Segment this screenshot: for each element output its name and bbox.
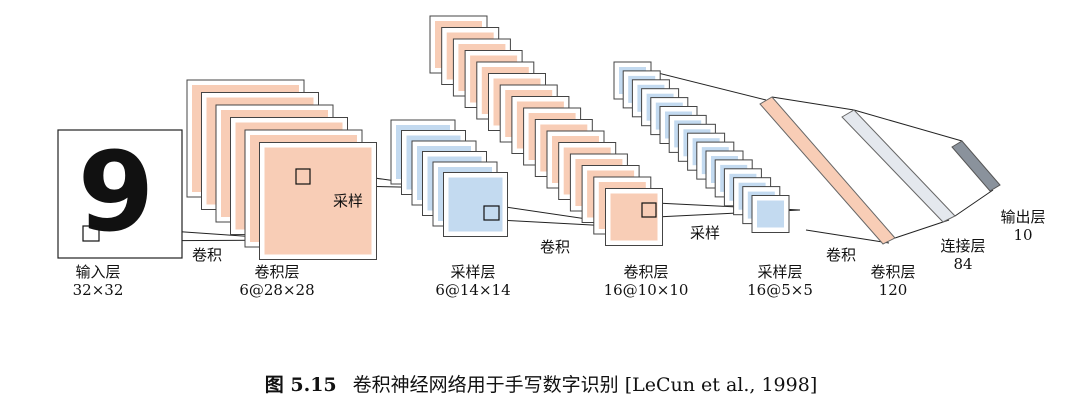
connection-line (853, 109, 963, 142)
sample1-op-label: 采样 (333, 192, 364, 210)
input-layer-size: 32×32 (72, 281, 124, 299)
s2-layer-name: 采样层 (450, 263, 496, 281)
input-layer-name: 输入层 (75, 263, 121, 281)
connection-line (894, 219, 950, 239)
output-layer-size: 10 (1013, 226, 1033, 244)
c3-receptive-field (641, 202, 657, 218)
output-layer-label: 输出层 10 (988, 208, 1058, 244)
connection-lines (98, 62, 994, 244)
c1-layer-name: 卷积层 (254, 263, 300, 281)
s2-map-fill (448, 177, 503, 232)
figure-caption-text: 卷积神经网络用于手写数字识别 [LeCun et al., 1998] (352, 374, 818, 396)
receptive-field-markers (295, 168, 657, 221)
connection-line (771, 96, 855, 111)
c1-feature-maps (186, 79, 377, 260)
cnn-architecture-diagram: 9 (57, 15, 1001, 260)
c3-layer-name: 卷积层 (623, 263, 669, 281)
s2-feature-maps (390, 119, 508, 237)
output-vector-bar (951, 140, 1001, 192)
s2-layer-label: 采样层 6@14×14 (428, 263, 518, 299)
f6-layer-size: 84 (953, 255, 973, 273)
s4-layer-name: 采样层 (757, 263, 803, 281)
s2-receptive-field (483, 205, 500, 221)
s4-layer-label: 采样层 16@5×5 (735, 263, 825, 299)
c5-layer-label: 卷积层 120 (858, 263, 928, 299)
c5-layer-size: 120 (878, 281, 908, 299)
s4-layer-size: 16@5×5 (747, 281, 813, 299)
input-receptive-field (82, 225, 100, 242)
f6-layer-name: 连接层 (940, 237, 986, 255)
c1-layer-size: 6@28×28 (239, 281, 315, 299)
s4-feature-maps (613, 61, 790, 233)
conv1-op-label: 卷积 (192, 246, 223, 264)
s2-layer-size: 6@14×14 (435, 281, 511, 299)
handwritten-digit: 9 (78, 128, 155, 256)
input-layer-label: 输入层 32×32 (66, 263, 130, 299)
c3-layer-label: 卷积层 16@10×10 (596, 263, 696, 299)
connection-line (805, 229, 890, 244)
c5-vector-bar (759, 96, 896, 245)
s4-map-fill (757, 200, 784, 228)
figure-number: 图 5.15 (264, 374, 337, 396)
input-layer-image: 9 (57, 128, 183, 259)
connection-line (954, 189, 994, 217)
c3-feature-maps (429, 15, 663, 246)
figure-caption: 图 5.15 卷积神经网络用于手写数字识别 [LeCun et al., 1998… (0, 370, 1082, 397)
f6-vector-bar (841, 109, 956, 223)
input-image-frame (57, 129, 183, 259)
sample2-op-label: 采样 (690, 224, 721, 242)
c1-layer-label: 卷积层 6@28×28 (232, 263, 322, 299)
c5-layer-name: 卷积层 (870, 263, 916, 281)
f6-layer-label: 连接层 84 (928, 237, 998, 273)
fully-connected-bars (759, 96, 1001, 245)
conv2-op-label: 卷积 (540, 238, 571, 256)
c1-receptive-field (295, 168, 311, 185)
conv3-op-label: 卷积 (826, 246, 857, 264)
c1-map-fill (264, 147, 372, 255)
c3-layer-size: 16@10×10 (603, 281, 689, 299)
output-layer-name: 输出层 (1000, 208, 1046, 226)
